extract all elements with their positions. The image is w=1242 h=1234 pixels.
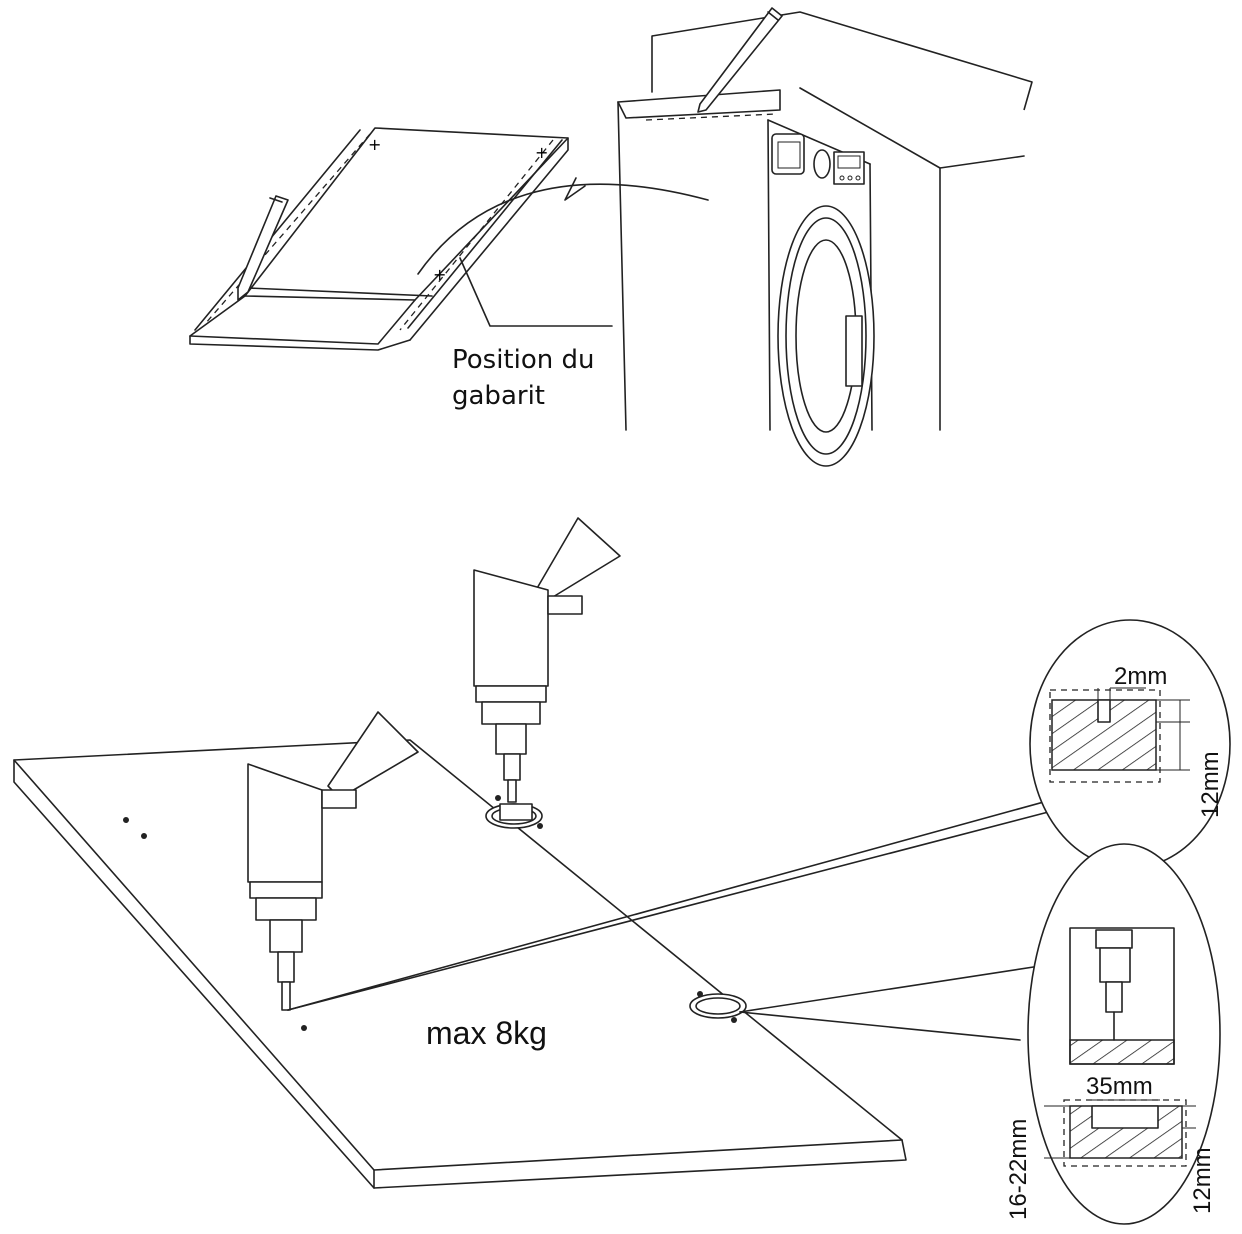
pencil-left bbox=[237, 195, 289, 301]
hinge-cup-diameter-label: 35mm bbox=[1086, 1073, 1153, 1100]
door-panel bbox=[13, 739, 907, 1189]
arrow-curve bbox=[417, 177, 709, 275]
max-weight-label: max 8kg bbox=[426, 1015, 547, 1051]
svg-text:+: + bbox=[433, 265, 446, 284]
washing-machine bbox=[771, 133, 875, 467]
detail-hinge-cup bbox=[1027, 843, 1221, 1225]
callout-lines bbox=[287, 791, 1081, 1041]
screw-height-label: 12mm bbox=[1197, 751, 1224, 818]
svg-text:+: + bbox=[535, 143, 548, 162]
svg-text:+: + bbox=[368, 135, 381, 154]
template-board: + + + bbox=[189, 127, 569, 351]
template-position-label-1: Position du bbox=[452, 345, 594, 375]
panel-thickness-label: 16-22mm bbox=[1005, 1119, 1032, 1220]
drill-back bbox=[473, 517, 621, 803]
template-position-label-2: gabarit bbox=[452, 381, 545, 411]
pencil-top bbox=[697, 7, 783, 113]
template-callout-line bbox=[459, 257, 613, 327]
hinge-cup-depth-label: 12mm bbox=[1189, 1147, 1216, 1214]
hinge-cup-hole-top bbox=[485, 803, 543, 829]
screw-depth-label: 2mm bbox=[1114, 663, 1167, 690]
washing-machine-cabinet bbox=[617, 11, 1033, 431]
drill-holes bbox=[123, 795, 737, 1031]
detail-screw-hole bbox=[1029, 619, 1231, 869]
hinge-cup-hole-bottom bbox=[689, 993, 747, 1019]
drill-front bbox=[247, 711, 419, 1011]
